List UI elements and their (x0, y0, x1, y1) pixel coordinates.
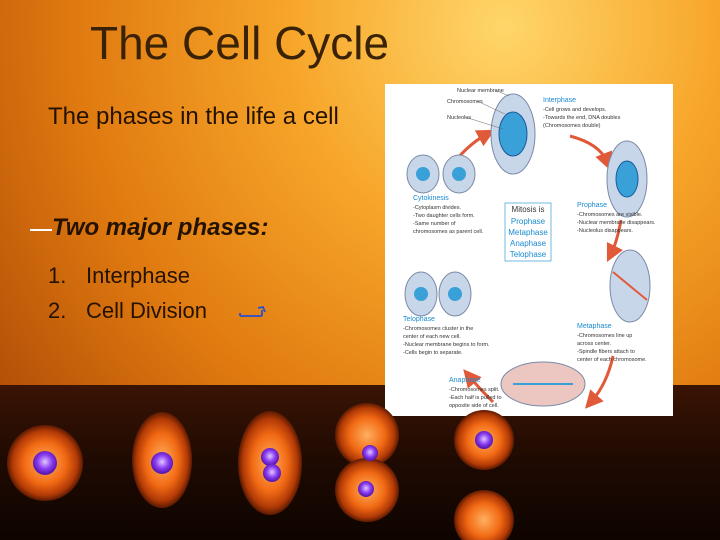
anaphase-line: -Chromosomes split. (449, 387, 500, 393)
arrow-icon (239, 305, 266, 317)
label-nuclear-membrane: Nuclear membrane (457, 88, 504, 94)
prophase-line: -Chromosomes are visible. (577, 212, 643, 218)
label-nucleolus: Nucleolus (447, 115, 471, 121)
telophase-line: -Chromosomes cluster in the (403, 326, 473, 332)
interphase-line: -Cell grows and develops. (543, 107, 607, 113)
prophase-cell (606, 140, 648, 218)
metaphase-title: Metaphase (577, 323, 612, 330)
cell-cycle-diagram: Nuclear membrane Chromosomes Nucleolus M… (385, 84, 673, 416)
prophase-line: -Nuclear membrane disappears. (577, 220, 656, 226)
interphase-description: Interphase -Cell grows and develops. -To… (543, 97, 621, 129)
telophase-line: -Nuclear membrane begins to form. (403, 342, 490, 348)
metaphase-cell (609, 249, 651, 323)
cytokinesis-line: -Cytoplasm divides. (413, 205, 461, 211)
cell-stage-5 (454, 410, 514, 540)
telophase-description: Telophase -Chromosomes cluster in the ce… (403, 316, 490, 356)
list-item: 2. Cell Division (48, 293, 207, 328)
prophase-line: -Nucleolus disappears. (577, 228, 633, 234)
cell-stage-3 (238, 411, 302, 515)
metaphase-line: -Spindle fibers attach to (577, 349, 635, 355)
cytokinesis-line: chromosomes as parent cell. (413, 229, 484, 235)
list-number: 1. (48, 263, 67, 288)
metaphase-line: center of each chromosome. (577, 357, 647, 363)
mitosis-center: Mitosis is Prophase Metaphase Anaphase T… (508, 205, 548, 259)
list-number: 2. (48, 298, 67, 323)
interphase-title: Interphase (543, 97, 576, 104)
phases-heading: Two major phases: (52, 214, 269, 241)
anaphase-line: opposite side of cell. (449, 403, 499, 409)
bullet-dash (30, 229, 52, 231)
phase-list: 1. Interphase 2. Cell Division (48, 258, 207, 328)
slide-title: The Cell Cycle (90, 17, 390, 69)
intro-text: The phases in the life a cell (48, 103, 339, 130)
interphase-cell (490, 93, 536, 175)
mitosis-title: Mitosis is (512, 205, 545, 214)
cytokinesis-description: Cytokinesis -Cytoplasm divides. -Two dau… (413, 195, 484, 235)
metaphase-line: -Chromosomes line up (577, 333, 632, 339)
prophase-description: Prophase -Chromosomes are visible. -Nucl… (577, 202, 656, 234)
telophase-cell (404, 271, 472, 317)
mitosis-phase-metaphase: Metaphase (508, 228, 548, 237)
telophase-line: center of each new cell. (403, 334, 461, 340)
cell-stage-1 (7, 425, 83, 501)
telophase-line: -Cells begin to separate. (403, 350, 463, 356)
anaphase-cell (500, 361, 586, 407)
cell-stage-2 (132, 412, 192, 508)
metaphase-line: across center. (577, 341, 612, 347)
cytokinesis-line: -Same number of (413, 221, 456, 227)
list-text: Interphase (86, 263, 190, 288)
anaphase-title: Anaphase (449, 377, 481, 384)
prophase-title: Prophase (577, 202, 607, 209)
cytokinesis-line: -Two daughter cells form. (413, 213, 475, 219)
cell-stage-4 (335, 403, 399, 522)
dividing-cells-graphic (7, 403, 514, 540)
mitosis-phase-anaphase: Anaphase (510, 239, 547, 248)
list-text: Cell Division (86, 298, 208, 323)
mitosis-phase-prophase: Prophase (511, 217, 546, 226)
metaphase-description: Metaphase -Chromosomes line up across ce… (577, 323, 647, 363)
anaphase-description: Anaphase -Chromosomes split. -Each half … (449, 377, 502, 409)
interphase-line: -Towards the end, DNA doubles (543, 115, 621, 121)
telophase-title: Telophase (403, 316, 435, 323)
mitosis-phase-telophase: Telophase (510, 250, 547, 259)
cytokinesis-cells (406, 154, 476, 194)
anaphase-line: -Each half is pulled to (449, 395, 502, 401)
cycle-arrows (445, 129, 624, 409)
list-item: 1. Interphase (48, 258, 207, 293)
cytokinesis-title: Cytokinesis (413, 195, 449, 202)
label-chromosomes: Chromosomes (447, 99, 483, 105)
interphase-line: (Chromosomes double) (543, 123, 601, 129)
